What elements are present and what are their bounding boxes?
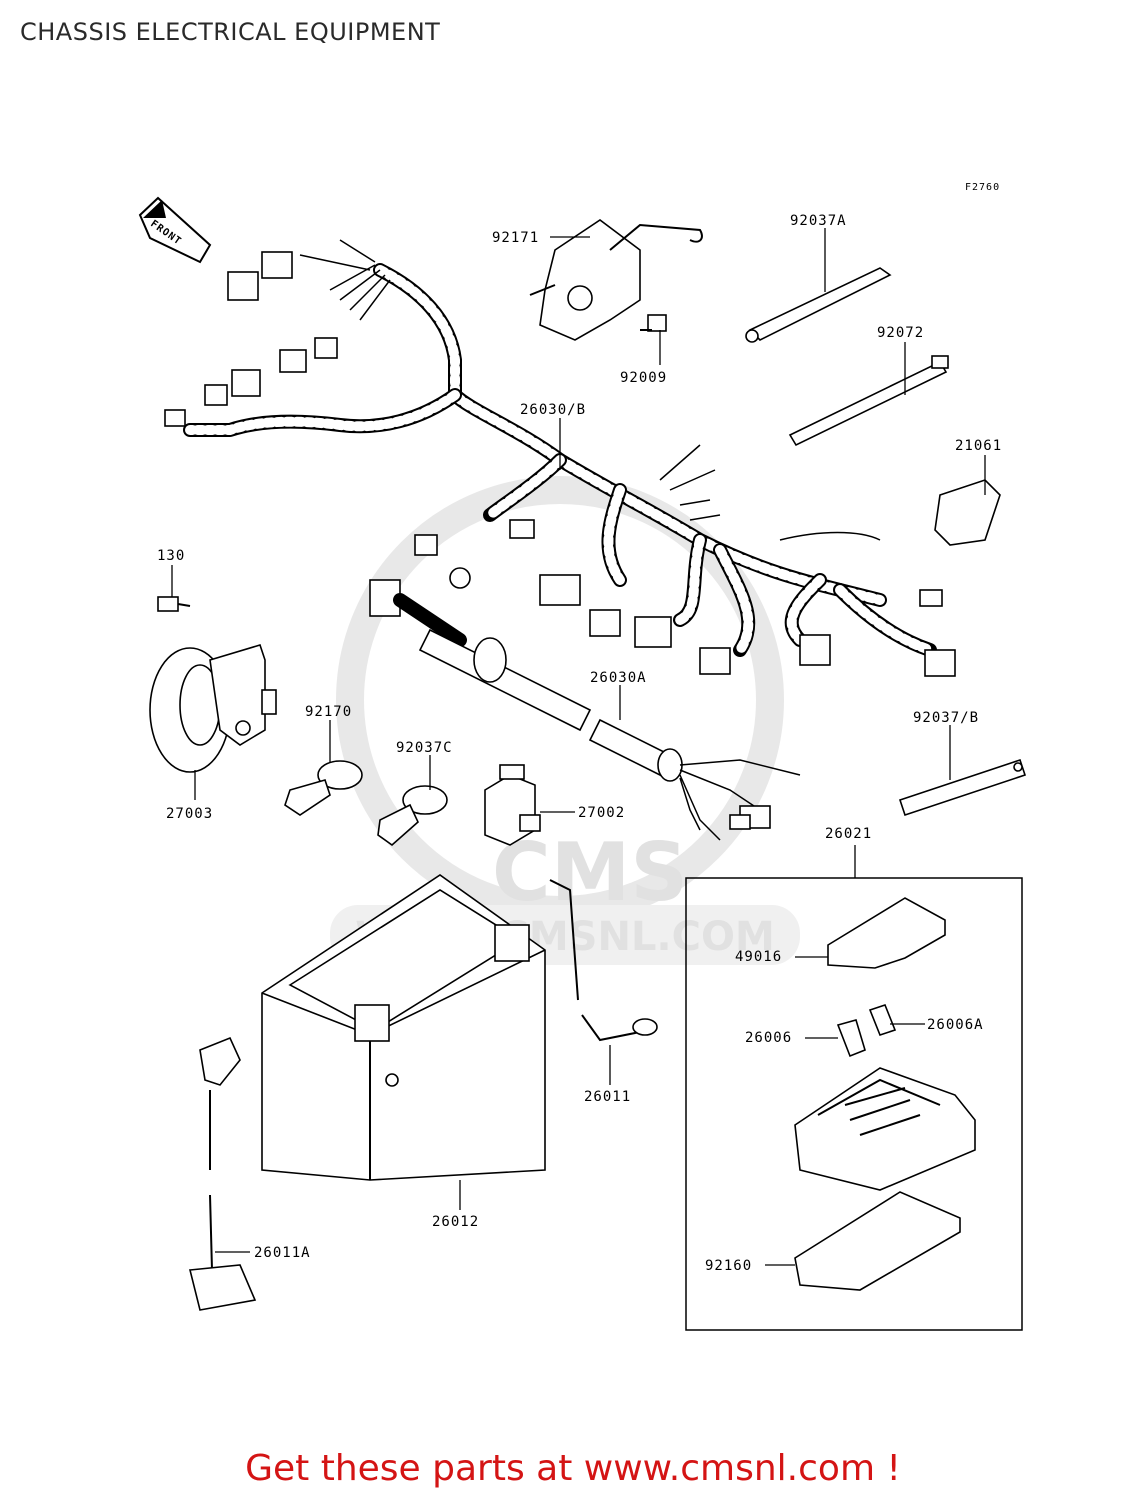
- label-21061: 21061: [955, 438, 1002, 454]
- bolt-130: [157, 596, 191, 612]
- part-labels: 92171 92037A 92009 92072 26030/B 21061 1…: [157, 213, 1002, 1274]
- battery-26012: [261, 874, 546, 1181]
- label-49016: 49016: [735, 949, 782, 965]
- leader-lines: [171, 228, 986, 1266]
- fuse-26006a: [868, 1004, 897, 1036]
- label-92170: 92170: [305, 704, 352, 720]
- clamp-92037c: [377, 785, 448, 847]
- band-92072: [788, 355, 949, 447]
- label-92171: 92171: [492, 230, 539, 246]
- label-26006: 26006: [745, 1030, 792, 1046]
- lead-26011a: [188, 1036, 257, 1311]
- label-26006a: 26006A: [927, 1017, 984, 1033]
- label-130: 130: [157, 548, 185, 564]
- label-26030b: 26030/B: [520, 402, 586, 418]
- label-27003: 27003: [166, 806, 213, 822]
- lead-26011: [549, 879, 658, 1042]
- label-92037a: 92037A: [790, 213, 847, 229]
- label-26012: 26012: [432, 1214, 479, 1230]
- main-wiring-harness: [164, 239, 956, 677]
- cover-92160: [794, 1191, 961, 1291]
- footer-link[interactable]: Get these parts at www.cmsnl.com !: [245, 1448, 901, 1489]
- clamp-92037a: [745, 267, 892, 343]
- label-27002: 27002: [578, 805, 625, 821]
- sub-harness-26030a: [369, 579, 801, 841]
- fuse-box: [794, 1067, 976, 1191]
- front-arrow-icon: FRONT: [138, 196, 212, 264]
- page-title: CHASSIS ELECTRICAL EQUIPMENT: [20, 18, 441, 46]
- label-92037c: 92037C: [396, 740, 453, 756]
- label-92160: 92160: [705, 1258, 752, 1274]
- relay-27002: [484, 764, 541, 846]
- bracket-92171: [529, 219, 703, 341]
- watermark-logo: CMS: [492, 826, 688, 919]
- label-26030a: 26030A: [590, 670, 647, 686]
- cap-21061: [934, 479, 1001, 546]
- pad-92037b: [898, 758, 1027, 817]
- fuse-26006: [836, 1019, 866, 1058]
- cover-49016: [827, 897, 946, 969]
- label-92009: 92009: [620, 370, 667, 386]
- label-26011a: 26011A: [254, 1245, 311, 1261]
- figure-code: F2760: [965, 182, 1000, 193]
- label-92072: 92072: [877, 325, 924, 341]
- bolt-92009: [640, 314, 667, 332]
- label-26021: 26021: [825, 826, 872, 842]
- group-box-26021: [685, 877, 1023, 1331]
- label-92037b: 92037/B: [913, 710, 979, 726]
- label-26011: 26011: [584, 1089, 631, 1105]
- horn-27003: [149, 644, 277, 773]
- clamp-92170: [284, 760, 363, 816]
